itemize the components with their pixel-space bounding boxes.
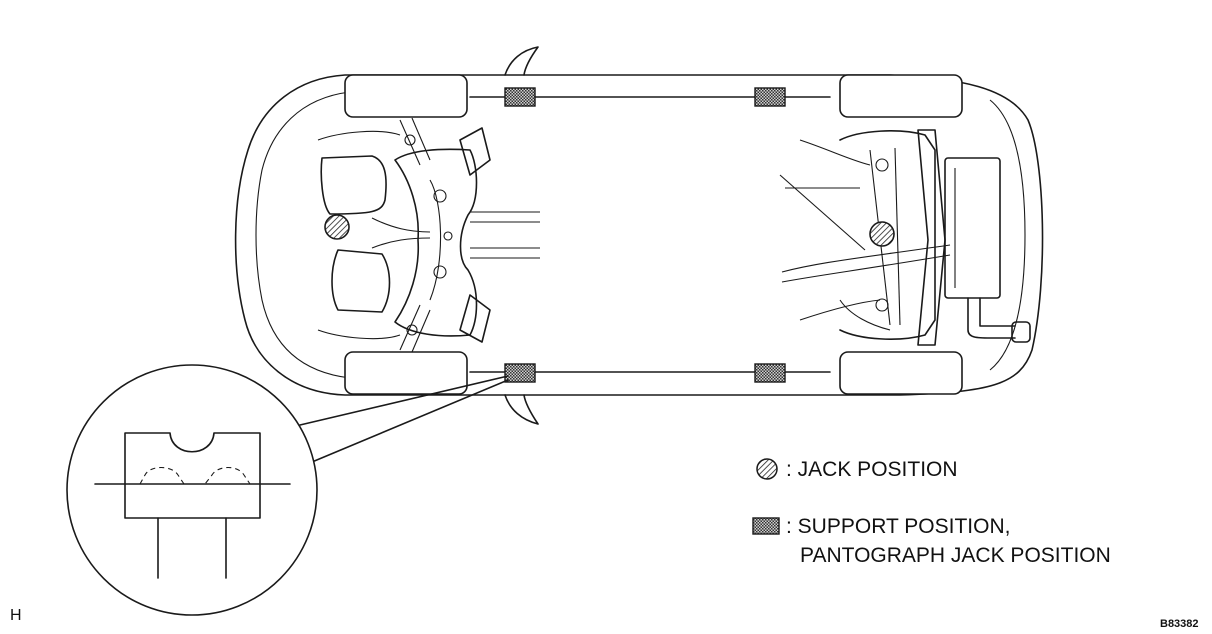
front-suspension-engine xyxy=(317,117,540,353)
rear-jack-position-marker xyxy=(869,221,895,247)
legend-support-label-line2: PANTOGRAPH JACK POSITION xyxy=(800,544,1111,567)
rear-suspension-tank xyxy=(779,129,1031,346)
corner-mark: H xyxy=(10,607,22,624)
support-marker-rear-left xyxy=(754,87,786,107)
callout-leader-lines xyxy=(299,375,509,463)
legend: : JACK POSITION : SUPPORT POSITION, PANT… xyxy=(752,458,1111,567)
car-body-outline xyxy=(234,74,1044,396)
front-left-wheel xyxy=(344,74,468,118)
legend-support-symbol xyxy=(752,517,780,535)
right-side-mirror xyxy=(504,394,539,425)
rear-right-wheel xyxy=(839,351,963,395)
legend-support-label-line1: : SUPPORT POSITION, xyxy=(786,515,1010,538)
legend-jack-symbol xyxy=(756,458,778,480)
legend-jack-label: : JACK POSITION xyxy=(786,458,958,481)
front-jack-position-marker xyxy=(324,214,350,240)
support-marker-rear-right xyxy=(754,363,786,383)
rear-left-wheel xyxy=(839,74,963,118)
left-side-mirror xyxy=(504,46,539,76)
support-marker-front-right xyxy=(504,363,536,383)
front-right-wheel xyxy=(344,351,468,395)
figure-code: B83382 xyxy=(1160,618,1199,630)
support-marker-front-left xyxy=(504,87,536,107)
side-sill-lines xyxy=(469,96,831,373)
detail-magnifier xyxy=(66,364,318,616)
